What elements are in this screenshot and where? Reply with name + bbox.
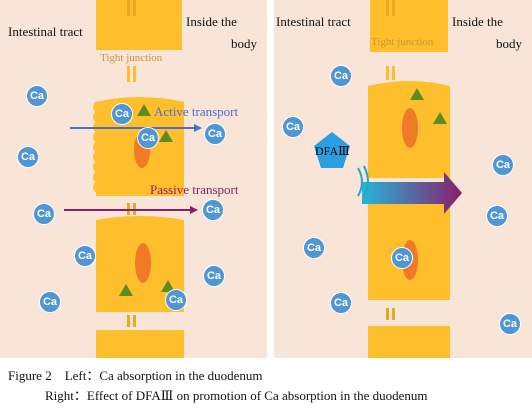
nucleus [135,243,151,283]
binding-arc [357,167,363,197]
intestinal-tract-label: Intestinal tract [8,24,83,39]
epithelial-cell-top [370,0,448,52]
calcium-ion: Ca [203,265,225,287]
calcium-ion: Ca [111,103,133,125]
calcium-ion: Ca [391,247,413,269]
calcium-ion: Ca [492,154,514,176]
active-transport-label: Active transport [154,104,239,119]
calcium-ion: Ca [39,291,61,313]
calcium-ion: Ca [204,123,226,145]
calcium-ion: Ca [330,65,352,87]
tight-junction-marker [386,66,395,80]
transporter-triangles [119,104,175,296]
calcium-ion: Ca [33,203,55,225]
microvilli [93,101,97,193]
figure-caption: Figure 2 Left：Ca absorption in the duode… [8,366,428,406]
tight-junction-top [127,0,136,16]
active-transport-arrow [70,124,202,132]
dfa-label: DFAⅢ [315,144,350,158]
epithelial-cell-top [96,0,182,50]
calcium-ion: Ca [202,199,224,221]
inside-body-label: Inside the [186,14,237,29]
tight-junction-marker [127,66,130,82]
passive-transport-label: Passive transport [150,182,239,197]
epithelial-cell-lower-stub [96,330,184,358]
calcium-ion: Ca [137,127,159,149]
transporter-triangles [410,88,447,124]
calcium-ion: Ca [74,245,96,267]
caption-line-1: Figure 2 Left：Ca absorption in the duode… [8,368,263,383]
calcium-ion: Ca [282,116,304,138]
calcium-ion: Ca [303,237,325,259]
background [274,0,532,358]
tight-junction-bottom [386,308,395,320]
right-panel: Intestinal tract Inside the body Tight j… [274,0,532,358]
calcium-ion: Ca [330,292,352,314]
calcium-ion: Ca [499,313,521,335]
promotion-arrow [362,172,462,214]
calcium-ion: Ca [26,85,48,107]
inside-body-label-2: body [231,36,257,51]
calcium-ion: Ca [486,205,508,227]
tight-junction-top [386,0,395,16]
intestinal-tract-label: Intestinal tract [276,14,351,29]
calcium-ion: Ca [165,289,187,311]
inside-body-label: Inside the [452,14,503,29]
tight-junction-label: Tight junction [100,52,163,64]
tight-junction-bottom [127,315,136,327]
right-diagram [274,0,532,358]
epithelial-cell-lower-stub [368,326,450,358]
calcium-ion: Ca [17,146,39,168]
nucleus [402,108,418,148]
inside-body-label-2: body [496,36,522,51]
tight-junction-label: Tight junction [371,36,434,48]
caption-line-2: Right：Effect of DFAⅢ on promotion of Ca … [45,388,428,403]
passive-transport-arrow [64,206,198,214]
dfa-pentagon-icon [314,132,350,168]
